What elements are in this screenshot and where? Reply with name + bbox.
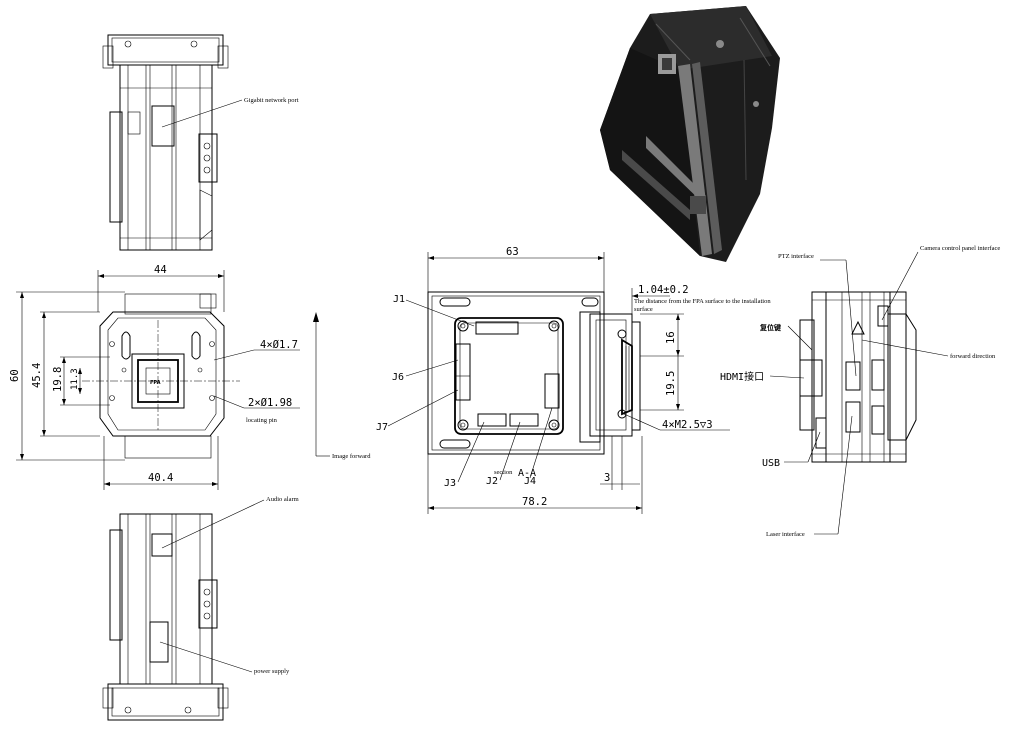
holes-4-label: 4×Ø1.7	[260, 339, 298, 351]
label-j2: J2	[486, 476, 498, 487]
label-j7: J7	[376, 422, 388, 433]
section-label: section	[494, 469, 513, 476]
dim-63: 63	[506, 246, 519, 258]
label-j1: J1	[393, 294, 405, 305]
camera-3d-render	[600, 6, 780, 262]
threads-label: 4×M2.5▽3	[662, 419, 713, 431]
dim-19-5: 19.5	[665, 371, 677, 396]
dim-fpa-offset: 1.04±0.2	[638, 284, 689, 296]
locating-pin-label: locating pin	[246, 417, 278, 424]
fpa-distance-label-2: surface	[634, 306, 653, 313]
side-view: PTZ interface Camera control panel inter…	[720, 245, 1000, 538]
forward-direction-label: forward direction	[950, 353, 996, 360]
label-j6: J6	[392, 372, 404, 383]
section-view: 63 78.2 1.04±0.2 The distance from the F…	[376, 246, 771, 514]
audio-alarm-label: Audio alarm	[266, 496, 299, 503]
hdmi-label: HDMI接口	[720, 370, 764, 383]
fpa-label: FPA	[150, 380, 161, 386]
laser-label: Laser interface	[766, 531, 805, 538]
dim-40-4: 40.4	[148, 472, 173, 484]
image-forward-label: Image forward	[332, 453, 371, 460]
front-view: FPA 44 40.4 60	[9, 264, 371, 490]
dim-3: 3	[604, 472, 610, 484]
usb-label: USB	[762, 458, 780, 469]
ptz-label: PTZ interface	[778, 253, 814, 260]
dim-44: 44	[154, 264, 167, 276]
fpa-distance-label-1: The distance from the FPA surface to the…	[634, 298, 771, 305]
dim-19-8: 19.8	[52, 367, 64, 392]
dim-78-2: 78.2	[522, 496, 547, 508]
top-view: Gigabit network port	[102, 34, 299, 251]
holes-2-label: 2×Ø1.98	[248, 397, 292, 409]
label-j3: J3	[444, 478, 456, 489]
power-supply-label: power supply	[254, 668, 290, 675]
reset-key-label: 复位键	[759, 323, 781, 332]
section-aa-label: A-A	[518, 468, 536, 479]
dim-11-3: 11.3	[70, 368, 80, 390]
camera-panel-label: Camera control panel interface	[920, 245, 1000, 252]
dim-60: 60	[9, 369, 21, 382]
label-j4: J4	[524, 476, 536, 487]
gigabit-label: Gigabit network port	[244, 97, 299, 104]
dim-45-4: 45.4	[31, 363, 43, 388]
dim-16: 16	[665, 331, 677, 344]
bottom-view: Audio alarm power supply	[102, 496, 299, 721]
